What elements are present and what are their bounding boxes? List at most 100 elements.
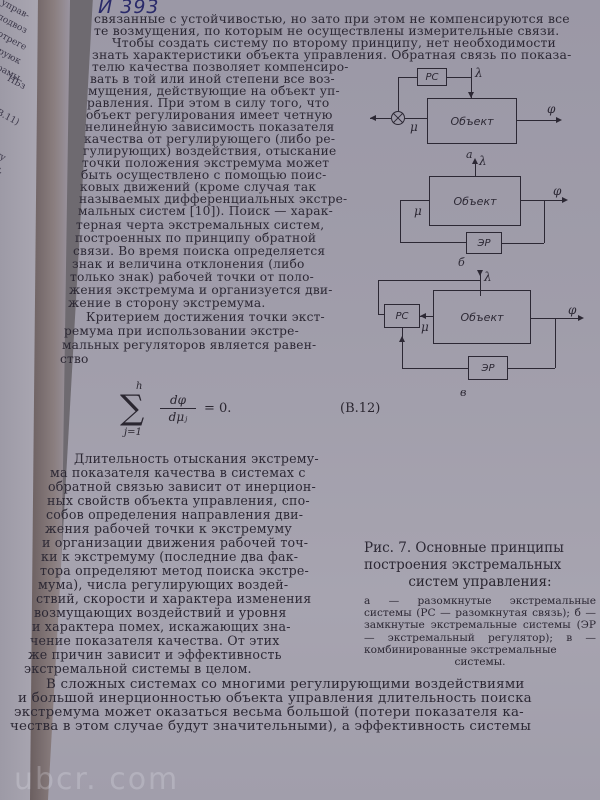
arrow-icon: [578, 315, 584, 321]
left-page-fragment: НБз: [5, 74, 28, 92]
text-line: и большой инерционностью объекта управле…: [18, 691, 532, 706]
wire: [400, 200, 401, 242]
arrow-icon: [370, 115, 376, 121]
object-block: Объект: [427, 98, 517, 144]
wire: [402, 328, 403, 368]
text-line: ма показателя качества в системах с: [50, 465, 306, 480]
text-line: чества в этом случае будут значительными…: [10, 719, 532, 734]
text-line: те возмущения, по которым не осуществлен…: [94, 23, 560, 38]
diagram-sublabel-b: б: [458, 256, 465, 269]
text-line: равления. При этом в силу того, что: [87, 96, 330, 110]
text-line: возмущающих воздействий и уровня: [34, 605, 287, 620]
text-line: нелинейную зависимость показателя: [85, 120, 335, 134]
rs-block: РС: [384, 304, 420, 328]
mu-label: μ: [421, 320, 429, 334]
summer-junction-icon: [391, 111, 405, 125]
wire: [475, 160, 476, 176]
wire: [398, 77, 399, 111]
er-block: ЭР: [466, 232, 502, 254]
mu-label: μ: [414, 204, 422, 218]
text-line: и организации движения рабочей точ-: [42, 535, 309, 550]
arrow-icon: [399, 336, 405, 342]
text-line: Чтобы создать систему по второму принцип…: [112, 35, 557, 50]
caption-title-line: систем управления:: [408, 574, 552, 590]
wire: [447, 77, 471, 78]
text-line: жение в сторону экстремума.: [68, 296, 266, 310]
wire: [502, 243, 544, 244]
text-line: качества от регулирующего (либо ре-: [84, 132, 336, 146]
object-block: Объект: [429, 176, 521, 226]
wire: [398, 77, 417, 78]
text-line: гулирующих) воздействия, отыскание: [83, 144, 337, 158]
phi-label: φ: [553, 184, 562, 198]
numerator: dφ: [169, 393, 187, 407]
wire: [378, 280, 480, 281]
text-line: ки к экстремуму (последние два фак-: [41, 549, 299, 564]
caption-title-line: построения экстремальных: [364, 557, 562, 573]
text-line: только знак) рабочей точки от поло-: [70, 270, 314, 284]
text-line: и характера помех, искажающих зна-: [32, 619, 291, 634]
wire: [544, 200, 545, 243]
wire: [405, 118, 427, 119]
watermark: ubcr. com: [14, 762, 180, 797]
wire: [402, 368, 468, 369]
text-line: знак и величина отклонения (либо: [72, 257, 305, 271]
text-line: объект регулирования имеет четную: [86, 108, 333, 122]
book-page: [48, 0, 600, 800]
text-line: терная черта экстремальных систем,: [76, 218, 325, 232]
wire: [420, 316, 433, 317]
text-line: ковых движений (кроме случая так: [80, 180, 317, 194]
text-line: ствий, скорости и характера изменения: [36, 591, 312, 606]
arrow-icon: [477, 270, 483, 276]
equals-zero: = 0.: [204, 401, 232, 416]
wire: [555, 318, 556, 368]
diagram-sublabel-v: в: [460, 386, 467, 399]
text-line: мума), числа регулирующих воздей-: [38, 577, 289, 592]
text-line: знать характеристики объекта управления.…: [92, 47, 572, 62]
caption-legend: а — разомкнутые экстремальные системы (Р…: [364, 595, 596, 656]
fraction-bar: [160, 408, 196, 409]
text-line: обратной связью зависит от инерцион-: [48, 479, 316, 494]
arrow-icon: [556, 117, 562, 123]
arrow-icon: [420, 313, 426, 319]
text-line: построенных по принципу обратной: [75, 231, 317, 245]
wire: [370, 118, 391, 119]
caption-legend-last: системы.: [454, 656, 506, 669]
rs-block: РС: [417, 68, 447, 86]
text-line: мальных регуляторов является равен-: [62, 338, 317, 352]
wire: [400, 242, 466, 243]
sum-lower-limit: j=1: [124, 427, 142, 438]
text-line: экстремума может оказаться весьма большо…: [14, 705, 524, 720]
left-page-fragment: (В.11): [0, 106, 21, 128]
text-line: же причин зависит и эффективность: [28, 647, 282, 662]
text-line: ремума при использовании экстре-: [64, 324, 299, 338]
wire: [521, 200, 563, 201]
text-line: тора определяют метод поиска экстре-: [40, 563, 309, 578]
er-block: ЭР: [468, 356, 508, 380]
text-line: собов определения направления дви-: [46, 507, 304, 522]
text-line: мальных систем [10]). Поиск — харак-: [78, 204, 333, 218]
wire: [517, 120, 559, 121]
text-line: связанные с устойчивостью, но зато при э…: [94, 11, 570, 26]
text-line: называемых дифференциальных экстре-: [79, 192, 348, 206]
sum-symbol: ∑: [120, 388, 145, 428]
lambda-label: λ: [475, 66, 483, 80]
lambda-label: λ: [484, 270, 492, 284]
handwritten-note: И 393: [98, 0, 160, 18]
text-line: телю качества позволяет компенсиро-: [92, 60, 349, 74]
text-line: жения экстремума и организуется дви-: [69, 283, 333, 297]
phi-label: φ: [568, 303, 577, 317]
text-line: ных свойств объекта управления, спо-: [47, 493, 310, 508]
mu-label: μ: [410, 120, 418, 134]
text-line: точки положения экстремума может: [82, 156, 330, 170]
text-line: экстремальной системы в целом.: [24, 661, 252, 676]
wire: [471, 68, 472, 98]
formula-b12: h ∑ j=1 dφ dμⱼ = 0. (В.12): [120, 381, 380, 445]
text-line: ство: [60, 352, 89, 366]
phi-label: φ: [547, 102, 556, 116]
sum-upper-limit: h: [136, 381, 143, 392]
wire: [508, 368, 555, 369]
text-line: Длительность отыскания экстрему-: [74, 451, 319, 466]
caption-title-line: Рис. 7. Основные принципы: [364, 540, 564, 556]
text-line: быть осуществлено с помощью поис-: [81, 168, 327, 182]
